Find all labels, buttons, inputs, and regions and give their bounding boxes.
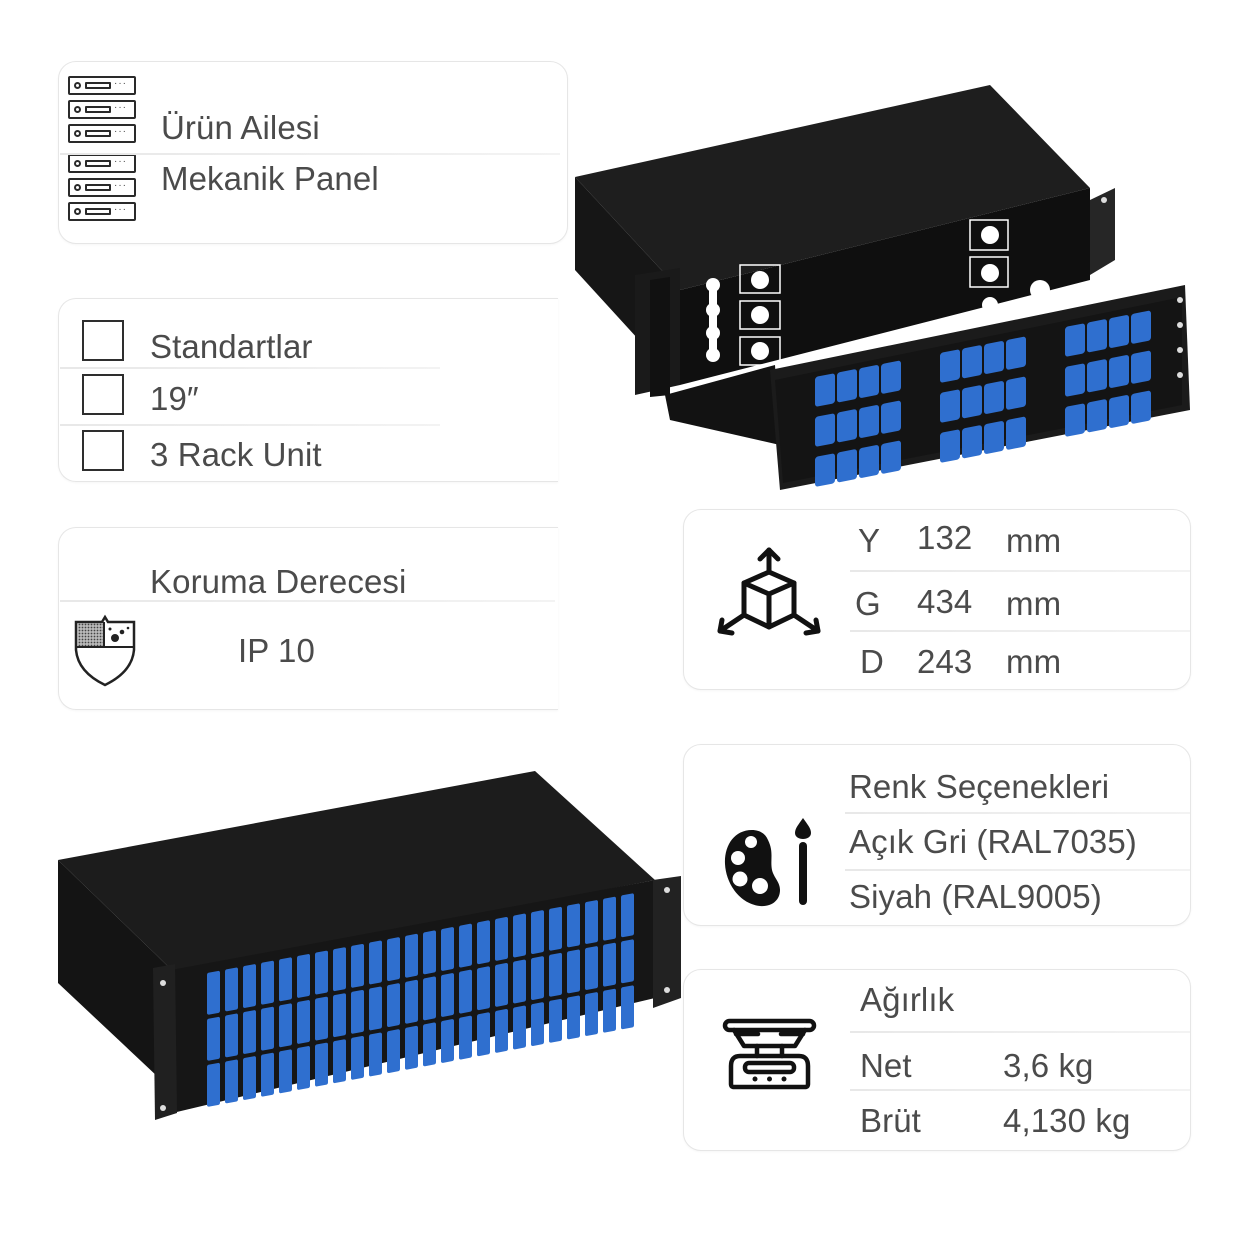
standards-checkbox[interactable] xyxy=(82,320,124,361)
weight-net-label: Net xyxy=(860,1047,912,1084)
weight-gross-label: Brüt xyxy=(860,1102,921,1139)
weight-net-value: 3,6 kg xyxy=(1003,1047,1094,1084)
protection-label: Koruma Derecesi xyxy=(150,563,407,600)
kitchen-scale-icon xyxy=(722,1018,817,1090)
protection-shield-icon xyxy=(74,614,136,687)
dimension-value-y: 132 xyxy=(917,519,973,556)
dimension-value-d: 243 xyxy=(917,643,973,680)
color-options-label: Renk Seçenekleri xyxy=(849,768,1110,805)
weight-label: Ağırlık xyxy=(860,981,955,1018)
divider xyxy=(60,153,560,155)
standards-card xyxy=(58,298,558,482)
rack-unit-checkbox[interactable] xyxy=(82,430,124,471)
product-family-card xyxy=(58,61,568,244)
dimension-unit-g: mm xyxy=(1006,585,1062,622)
dimension-axis-y: Y xyxy=(858,522,881,559)
divider xyxy=(850,1089,1190,1091)
3d-dimensions-cube-icon xyxy=(717,547,821,636)
dimension-unit-d: mm xyxy=(1006,643,1062,680)
divider xyxy=(845,869,1190,871)
closed-patch-panel-image xyxy=(58,771,681,1120)
color-option-light-grey: Açık Gri (RAL7035) xyxy=(849,823,1137,860)
open-drawer-patch-panel-image xyxy=(575,85,1190,490)
rack-19-inch-label: 19″ xyxy=(150,380,199,417)
divider xyxy=(60,424,440,426)
protection-value: IP 10 xyxy=(238,632,315,669)
dimension-axis-g: G xyxy=(855,585,881,622)
dimension-unit-y: mm xyxy=(1006,522,1062,559)
dimension-axis-d: D xyxy=(860,643,884,680)
product-family-value: Mekanik Panel xyxy=(161,160,379,197)
divider xyxy=(850,630,1190,632)
rack-unit-label: 3 Rack Unit xyxy=(150,436,322,473)
product-family-label: Ürün Ailesi xyxy=(161,109,320,146)
standards-label: Standartlar xyxy=(150,328,313,365)
color-option-black: Siyah (RAL9005) xyxy=(849,878,1102,915)
palette-brush-icon xyxy=(724,818,811,907)
divider xyxy=(60,600,555,602)
divider xyxy=(845,812,1190,814)
rack-19-inch-checkbox[interactable] xyxy=(82,374,124,415)
divider xyxy=(850,570,1190,572)
weight-gross-value: 4,130 kg xyxy=(1003,1102,1131,1139)
dimension-value-g: 434 xyxy=(917,583,973,620)
divider xyxy=(60,367,440,369)
divider xyxy=(850,1031,1190,1033)
server-rack-icon: ··· ··· ··· ··· ··· ··· xyxy=(68,76,138,226)
protection-card xyxy=(58,527,558,710)
weight-card xyxy=(683,969,1191,1151)
